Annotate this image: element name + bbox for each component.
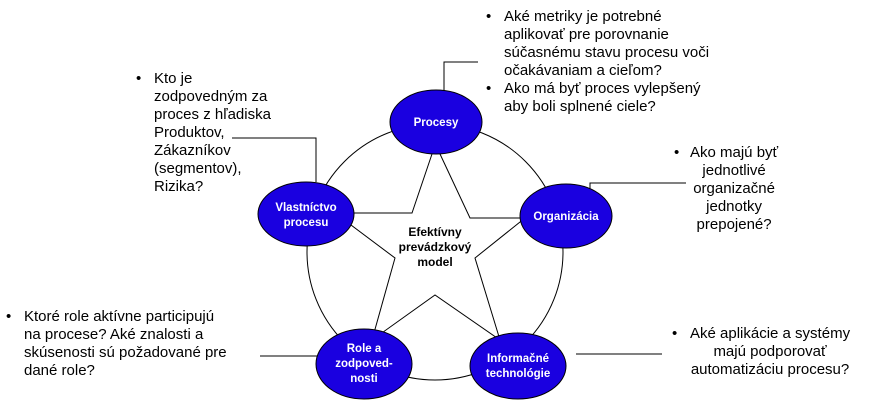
node-organizacia-ellipse [519, 183, 613, 249]
node-vlastnictvo: Vlastníctvo procesu [257, 181, 355, 247]
note-line: skúsenosti sú požadované pre [24, 344, 227, 361]
note-line: Kto je [154, 70, 193, 87]
note-line: aby boli splnené ciele? [504, 98, 656, 115]
note-line: dané role? [24, 362, 95, 379]
star-connectors [333, 153, 527, 342]
center-label-line-3: model [417, 255, 452, 269]
node-organizacia-label: Organizácia [533, 211, 599, 223]
center-label: Efektívny prevádzkový model [399, 225, 472, 269]
node-procesy-ellipse [389, 89, 483, 155]
node-vlastnictvo-label-1: Vlastníctvo [275, 202, 336, 214]
note-line: aplikovať pre porovnanie [504, 26, 669, 43]
node-procesy: Procesy [389, 89, 483, 155]
note-line: Ako majú byť [690, 144, 779, 161]
node-vlastnictvo-label-2: procesu [284, 217, 329, 229]
note-line: (segmentov), [154, 160, 242, 177]
node-role: Role a zodpoved- nosti [315, 328, 413, 400]
note-line: prepojené? [696, 216, 772, 233]
note-line: zodpovedným za [154, 88, 268, 105]
note-line: Ktoré role aktívne participujú [24, 308, 215, 325]
node-role-label-3: nosti [350, 373, 377, 385]
note-line: očakávaniam a cieľom? [504, 62, 662, 79]
note-informacne: Aké aplikácie a systémy majú podporovať … [666, 325, 850, 379]
note-role: Ktoré role aktívne participujú na proces… [0, 308, 227, 380]
note-organizacia: Ako majú byť jednotlivé organizačné jedn… [668, 144, 778, 234]
note-line: jednotlivé [702, 162, 766, 179]
node-informacne: Informačné technológie [469, 332, 567, 400]
note-organizacia-bullet-1: Ako majú byť jednotlivé organizačné jedn… [668, 144, 778, 234]
center-label-line-2: prevádzkový [399, 240, 472, 254]
node-role-label-1: Role a [347, 343, 382, 355]
node-organizacia: Organizácia [519, 183, 613, 249]
center-label-line-1: Efektívny [408, 225, 462, 239]
note-line: Aké metriky je potrebné [504, 8, 662, 25]
note-vlastnictvo: Kto je zodpovedným za proces z hľadiska … [130, 70, 271, 196]
callout-line-procesy [443, 61, 478, 92]
note-line: jednotky [706, 198, 763, 215]
note-procesy: Aké metriky je potrebné aplikovať pre po… [480, 8, 709, 116]
note-line: Ako má byť proces vylepšený [504, 80, 701, 97]
note-informacne-bullet-1: Aké aplikácie a systémy majú podporovať … [666, 325, 850, 379]
node-procesy-label: Procesy [414, 117, 459, 129]
note-line: organizačné [693, 180, 775, 197]
note-line: automatizáciu procesu? [690, 361, 850, 378]
node-informacne-label-2: technológie [486, 368, 551, 380]
note-line: Produktov, [154, 124, 225, 141]
note-line: Aké aplikácie a systémy [690, 325, 851, 342]
node-informacne-ellipse [469, 332, 567, 400]
note-line: na procese? Aké znalosti a [24, 326, 204, 343]
node-informacne-label-1: Informačné [487, 353, 549, 365]
note-line: majú podporovať [713, 343, 827, 360]
node-role-ellipse [315, 328, 413, 400]
note-procesy-bullet-1: Aké metriky je potrebné aplikovať pre po… [480, 8, 709, 80]
note-line: súčasnému stavu procesu voči [504, 44, 710, 61]
node-role-label-2: zodpoved- [335, 358, 393, 370]
node-vlastnictvo-ellipse [257, 181, 355, 247]
note-procesy-bullet-2: Ako má byť proces vylepšený aby boli spl… [480, 80, 709, 116]
note-line: Zákazníkov [154, 142, 231, 159]
note-line: Rizika? [154, 178, 204, 195]
note-line: proces z hľadiska [154, 106, 271, 123]
note-role-bullet-1: Ktoré role aktívne participujú na proces… [0, 308, 227, 380]
note-vlastnictvo-bullet-1: Kto je zodpovedným za proces z hľadiska … [130, 70, 271, 196]
